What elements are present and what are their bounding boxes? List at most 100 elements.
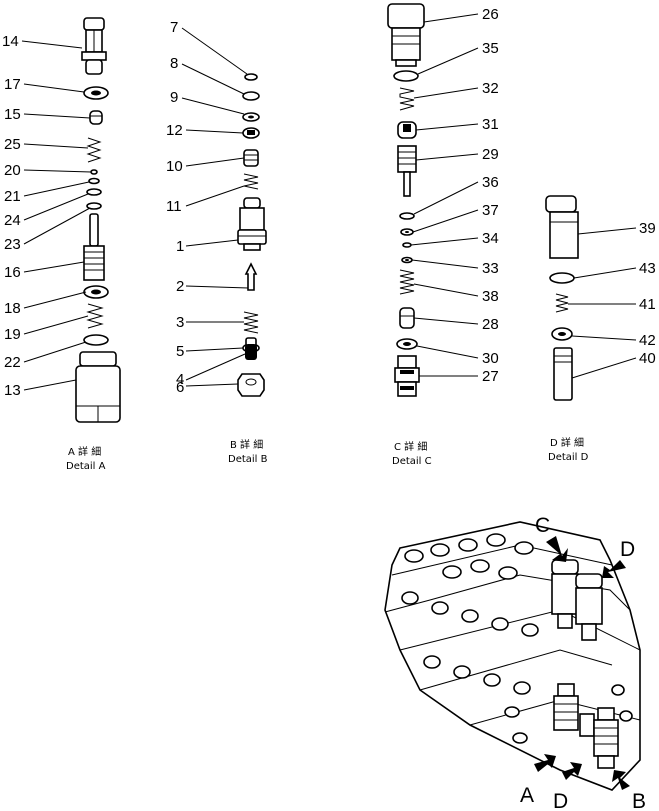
indicator-arrows [534,536,630,790]
assembly-labels: C D A D B [520,514,646,811]
callout-2: 2 [176,278,184,295]
callout-8: 8 [170,55,178,72]
callout-33: 33 [482,260,499,277]
part-40 [553,347,573,401]
callout-36: 36 [482,174,499,191]
part-38-spring [399,269,415,295]
part-12 [242,127,260,139]
part-24 [86,188,102,196]
part-20 [90,169,98,175]
caption-b-jp: B 詳 細 [230,438,263,451]
callout-numbers: 14 17 15 25 20 21 24 23 16 18 19 22 13 7… [2,6,656,399]
callout-19: 19 [4,326,21,343]
caption-a-jp: A 詳 細 [68,445,101,458]
callout-15: 15 [4,106,21,123]
callout-24: 24 [4,212,21,229]
caption-d-en: Detail D [548,452,589,463]
arrow-b [612,770,630,790]
label-c: C [535,514,550,537]
label-a: A [520,784,534,807]
valve-c-installed [551,559,579,629]
callout-6: 6 [176,379,184,396]
callout-34: 34 [482,230,499,247]
callout-4: 4 [176,371,184,388]
caption-c-en: Detail C [392,456,432,467]
part-19-spring [86,303,104,329]
callout-40: 40 [639,350,656,367]
part-15 [89,110,103,125]
part-28 [399,307,415,329]
part-14 [81,17,107,75]
detail-captions: A 詳 細 Detail A B 詳 細 Detail B C 詳 細 Deta… [66,436,589,472]
callout-18: 18 [4,300,21,317]
part-43-o-ring [549,272,575,284]
arrow-d-top [602,560,626,578]
callout-29: 29 [482,146,499,163]
callout-41: 41 [639,296,656,313]
label-b: B [632,790,646,811]
part-8 [242,91,260,101]
callout-17: 17 [4,76,21,93]
part-17 [83,86,109,100]
callout-32: 32 [482,80,499,97]
arrow-a [534,754,556,772]
part-3-spring [243,311,259,334]
part-30 [396,338,418,350]
part-29 [397,145,417,197]
detail-b-group [237,73,267,397]
callout-35: 35 [482,40,499,57]
part-23 [86,202,102,210]
callout-14: 14 [2,33,19,50]
part-31 [397,121,417,139]
part-42 [551,327,573,341]
callout-23: 23 [4,236,21,253]
part-4 [245,337,257,360]
part-33 [401,256,413,264]
valve-assembly [384,521,641,791]
leader-lines [21,13,637,391]
part-25-spring [86,137,102,163]
part-11-spring [243,173,259,190]
caption-c-jp: C 詳 細 [394,440,427,453]
part-35-o-ring [393,70,419,82]
detail-d-group [545,195,579,401]
part-21 [88,177,100,185]
part-2 [244,262,258,291]
part-36 [399,212,415,220]
valve-d-top-installed [575,573,603,641]
callout-42: 42 [639,332,656,349]
part-41-spring [555,293,569,313]
part-13 [75,351,121,423]
valve-d-bottom-installed [579,713,595,737]
callout-10: 10 [166,158,183,175]
part-37 [400,228,414,236]
callout-20: 20 [4,162,21,179]
arrow-c [546,536,568,562]
part-27 [394,355,420,397]
valve-b-installed [593,707,619,769]
part-6 [237,373,265,397]
callout-28: 28 [482,316,499,333]
callout-39: 39 [639,220,656,237]
valve-ports [401,533,633,744]
callout-38: 38 [482,288,499,305]
part-26 [387,3,425,67]
callout-1: 1 [176,238,184,255]
part-39 [545,195,579,259]
part-10 [243,149,259,167]
label-d-top: D [620,538,635,561]
detail-c-group [387,3,425,397]
caption-b-en: Detail B [228,454,268,465]
callout-12: 12 [166,122,183,139]
part-9 [242,112,260,122]
callout-22: 22 [4,354,21,371]
callout-30: 30 [482,350,499,367]
callout-13: 13 [4,382,21,399]
callout-37: 37 [482,202,499,219]
caption-d-jp: D 詳 細 [550,436,584,449]
callout-16: 16 [4,264,21,281]
detail-a-group [75,17,121,423]
arrow-d-bottom [562,762,582,780]
callout-11: 11 [166,198,182,215]
